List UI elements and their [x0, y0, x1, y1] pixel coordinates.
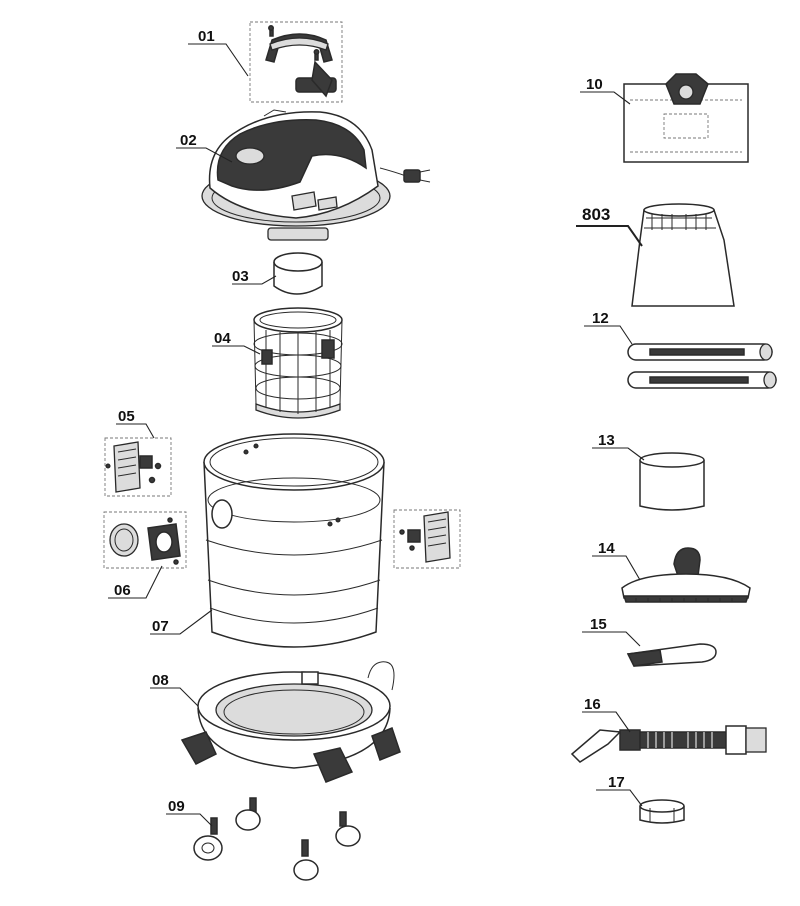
- label-08: 08: [152, 672, 169, 689]
- part-05-latch-clip: [104, 437, 172, 497]
- castor-wheel-3: [335, 811, 361, 847]
- leader-06: [108, 565, 163, 599]
- part-13-tube-adapter: [639, 452, 705, 511]
- label-17: 17: [608, 774, 625, 791]
- castor-wheel-1: [193, 817, 223, 861]
- part-10-dust-bag: [623, 73, 749, 163]
- part-803-filter-sleeve: [631, 203, 735, 307]
- label-13: 13: [598, 432, 615, 449]
- part-04-filter-basket: [253, 307, 343, 419]
- part-06-inlet-connector: [103, 511, 187, 569]
- leader-10: [580, 91, 631, 105]
- part-15-crevice-nozzle: [626, 643, 717, 667]
- leader-03: [232, 275, 277, 285]
- leader-02: [176, 147, 233, 163]
- part-07-container: [203, 433, 385, 648]
- leader-05: [116, 423, 155, 439]
- label-803: 803: [582, 205, 610, 224]
- label-14: 14: [598, 540, 615, 557]
- leader-07: [150, 609, 213, 635]
- label-09: 09: [168, 798, 185, 815]
- label-12: 12: [592, 310, 609, 327]
- extension-tube-2: [627, 371, 777, 389]
- castor-wheel-2: [235, 797, 261, 831]
- label-02: 02: [180, 132, 197, 149]
- part-12-extension-tubes: [627, 343, 777, 389]
- label-10: 10: [586, 76, 603, 93]
- part-01-handle: [249, 21, 343, 103]
- leader-08: [150, 687, 199, 707]
- part-02-motor-head: [201, 109, 431, 241]
- extension-tube-1: [627, 343, 773, 361]
- part-09-castor-wheels: [193, 797, 361, 881]
- label-15: 15: [590, 616, 607, 633]
- leader-01: [188, 43, 249, 77]
- leader-803: [576, 225, 643, 247]
- label-16: 16: [584, 696, 601, 713]
- label-01: 01: [198, 28, 215, 45]
- part-17-hose-adapter: [639, 799, 685, 824]
- leader-04: [212, 345, 261, 355]
- leader-13: [592, 447, 645, 461]
- label-05: 05: [118, 408, 135, 425]
- part-14-floor-nozzle: [621, 547, 751, 603]
- leader-15: [582, 631, 641, 647]
- part-03-foam-filter: [273, 252, 323, 295]
- leader-17: [596, 789, 643, 807]
- leader-12: [584, 325, 633, 345]
- container-side-latch: [393, 509, 461, 569]
- label-06: 06: [114, 582, 131, 599]
- label-03: 03: [232, 268, 249, 285]
- part-08-base-frame: [180, 661, 401, 783]
- part-16-suction-hose: [570, 725, 767, 763]
- label-07: 07: [152, 618, 169, 635]
- leader-09: [166, 813, 213, 827]
- leader-14: [592, 555, 641, 581]
- castor-wheel-4: [293, 839, 319, 881]
- leader-16: [582, 711, 631, 733]
- label-04: 04: [214, 330, 231, 347]
